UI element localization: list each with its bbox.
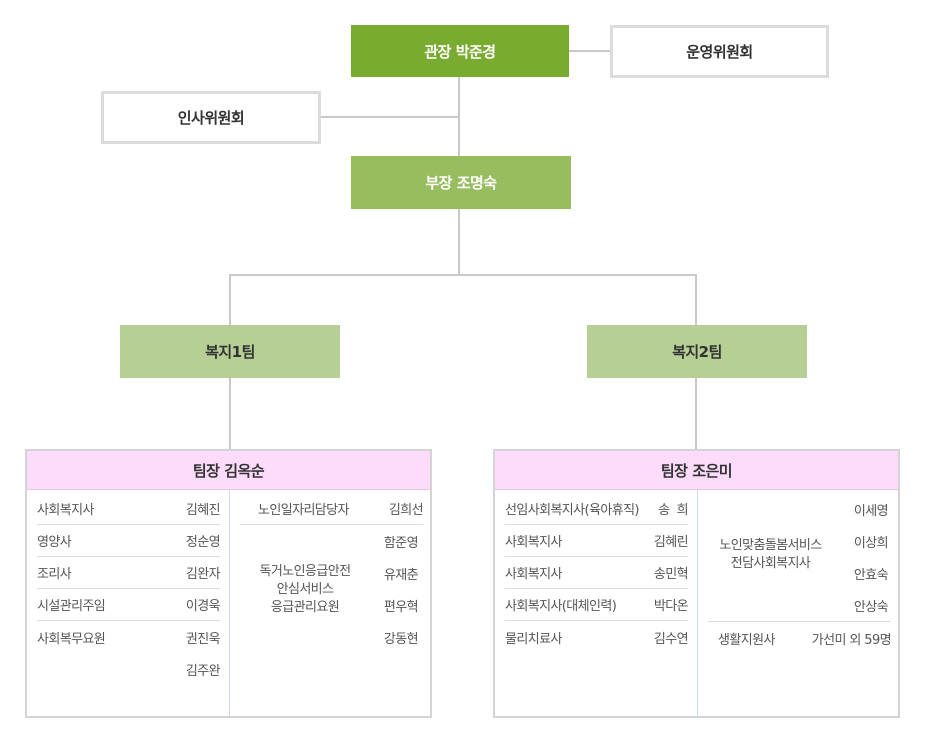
deputy-box: 부장 조명숙 (351, 156, 571, 209)
staff-row: 사회복무요원 권진욱 (37, 621, 221, 653)
team2-box: 복지2팀 (587, 325, 807, 378)
staff-name: 김완자 (185, 567, 221, 582)
staff-name: 정순영 (185, 535, 221, 550)
staff-name: 안효숙 (853, 568, 889, 583)
staff-name: 강동현 (383, 632, 419, 647)
team1-box: 복지1팀 (120, 325, 340, 378)
role-label: 선임사회복지사(육아휴직) (505, 503, 640, 518)
role-line: 전담사회복지사 (730, 556, 811, 571)
staff-name: 김수연 (653, 631, 689, 647)
staff-name: 송민혁 (653, 567, 689, 582)
connector-line (229, 274, 231, 326)
staff-name: 김희선 (388, 503, 424, 518)
connector-line (695, 377, 697, 450)
column-divider (229, 490, 230, 716)
role-line: 안심서비스 (276, 582, 334, 597)
staff-name: 유재춘 (383, 568, 419, 583)
staff-name: 김주완 (185, 663, 221, 679)
connector-line (458, 208, 460, 275)
group-role-label: 노인맞춤돌봄서비스 전담사회복지사 (708, 537, 833, 573)
connector-line (695, 274, 697, 326)
personnel-committee-box: 인사위원회 (101, 91, 321, 144)
staff-name: 김혜진 (185, 503, 221, 518)
role-label: 사회복지사 (505, 567, 562, 582)
row-separator (708, 621, 891, 622)
role-label: 노인일자리담당자 (258, 503, 349, 518)
staff-name: 편우혁 (383, 600, 419, 615)
staff-row: 선임사회복지사(육아휴직) 송 희 (505, 493, 689, 525)
connector-line (458, 77, 460, 157)
role-line: 독거노인응급안전 (259, 564, 351, 579)
group-role-label: 독거노인응급안전 안심서비스 응급관리요원 (240, 563, 370, 617)
role-label: 사회복지사(대체인력) (505, 599, 617, 614)
connector-line (229, 274, 697, 276)
column-divider (697, 490, 698, 716)
staff-row: 시설관리주임 이경욱 (37, 589, 221, 621)
staff-name: 이상희 (853, 536, 889, 551)
operating-committee-box: 운영위원회 (610, 25, 829, 78)
connector-line (319, 116, 459, 118)
role-label: 시설관리주임 (37, 599, 106, 614)
team2-panel: 팀장 조은미 선임사회복지사(육아휴직) 송 희 사회복지사 김혜린 사회복지사… (493, 449, 900, 718)
role-label: 물리치료사 (505, 631, 562, 647)
staff-name: 함준영 (383, 536, 419, 551)
staff-row: 영양사 정순영 (37, 525, 221, 557)
staff-name: 안상숙 (853, 600, 889, 615)
staff-row: 조리사 김완자 (37, 557, 221, 589)
director-box: 관장 박준경 (351, 25, 569, 77)
connector-line (229, 377, 231, 450)
staff-name: 이세영 (853, 504, 889, 519)
team1-panel: 팀장 김옥순 사회복지사 김혜진 영양사 정순영 조리사 김완자 시설관리주임 … (25, 449, 432, 718)
staff-row: 생활지원사 가선미 외 59명 (708, 622, 892, 654)
staff-name: 송 희 (658, 503, 688, 518)
team1-leader: 팀장 김옥순 (27, 451, 430, 490)
role-label: 생활지원사 (718, 632, 775, 648)
staff-row: 사회복지사 송민혁 (505, 557, 689, 589)
role-label: 사회복지사 (37, 503, 94, 518)
staff-name: 가선미 외 59명 (811, 632, 892, 648)
role-line: 노인맞춤돌봄서비스 (719, 538, 822, 553)
staff-name: 권진욱 (185, 631, 221, 647)
role-label: 사회복지사 (505, 535, 562, 550)
role-line: 응급관리요원 (270, 600, 340, 615)
staff-row: 사회복지사(대체인력) 박다온 (505, 589, 689, 621)
staff-row: 사회복지사 김혜진 (37, 493, 221, 525)
staff-row: 물리치료사 김수연 (505, 621, 689, 653)
staff-row: 노인일자리담당자 김희선 (240, 493, 424, 525)
role-label: 영양사 (37, 535, 72, 550)
role-label: 조리사 (37, 567, 72, 582)
role-label: 사회복무요원 (37, 631, 106, 647)
staff-name: 김혜린 (653, 535, 689, 550)
staff-name: 이경욱 (185, 599, 221, 614)
staff-name: 박다온 (653, 599, 689, 614)
staff-row: 사회복지사 김혜린 (505, 525, 689, 557)
staff-row: 김주완 (37, 653, 221, 685)
connector-line (569, 50, 611, 52)
team2-leader: 팀장 조은미 (495, 451, 898, 490)
